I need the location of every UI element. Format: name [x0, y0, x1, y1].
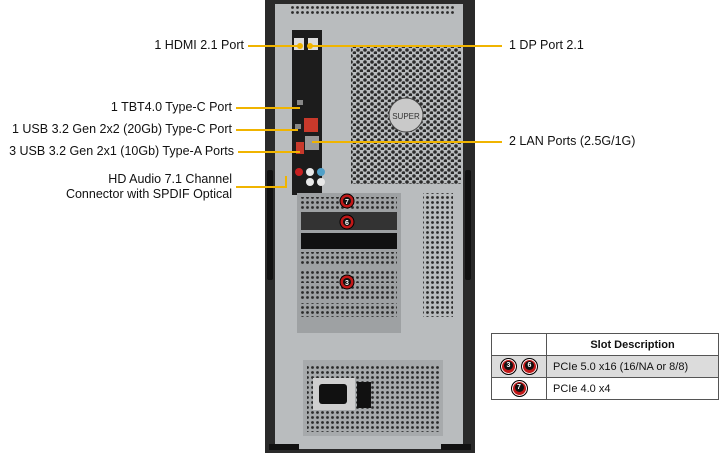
fan-brand: SUPER: [392, 112, 420, 121]
table-header: Slot Description: [546, 333, 719, 356]
callout-lan: 2 LAN Ports (2.5G/1G): [509, 134, 636, 148]
callout-tbt: 1 TBT4.0 Type-C Port: [110, 100, 232, 114]
callout-audio-line1: HD Audio 7.1 Channel: [108, 172, 232, 186]
usb-a-ports-2: [296, 142, 304, 154]
callout-usb-a: 3 USB 3.2 Gen 2x1 (10Gb) Type-A Ports: [9, 144, 234, 158]
leader-lan: [312, 141, 502, 143]
leader-dp: [310, 45, 502, 47]
slot-description: PCIe 5.0 x16 (16/NA or 8/8): [546, 355, 719, 378]
audio-jack-red: [295, 168, 303, 176]
gpu-bracket-2: [301, 233, 397, 249]
leader-audio: [236, 186, 286, 188]
tbt-port: [297, 100, 303, 105]
power-socket: [319, 384, 347, 404]
leader-tbt: [236, 107, 300, 109]
dp-port: [308, 38, 318, 50]
top-vent: [289, 6, 454, 16]
io-shield: [292, 30, 322, 195]
side-vent: [423, 193, 453, 317]
usb-c-port: [295, 124, 301, 129]
right-handle: [465, 170, 471, 280]
callout-usb-c: 1 USB 3.2 Gen 2x2 (20Gb) Type-C Port: [11, 122, 232, 136]
usb-a-ports: [304, 118, 318, 132]
pc-chassis-rear: SUPER 7 6 3: [265, 0, 475, 453]
svg-text:3: 3: [345, 280, 349, 287]
slot-badge-3: 3: [500, 358, 517, 375]
slot-marker-6: 6: [339, 214, 355, 230]
leader-hdmi: [248, 45, 300, 47]
audio-jack-blue: [317, 168, 325, 176]
slot-badge-7: 7: [510, 380, 528, 397]
leader-usb-c: [236, 129, 298, 131]
svg-text:6: 6: [345, 220, 349, 227]
table-row: 7 PCIe 4.0 x4: [491, 377, 719, 400]
callout-audio-line2: Connector with SPDIF Optical: [65, 187, 232, 201]
leader-usb-a: [238, 151, 300, 153]
slot-marker-7: 7: [339, 193, 355, 209]
svg-text:7: 7: [345, 199, 349, 206]
lan-ports: [305, 136, 319, 150]
audio-jack-white: [306, 168, 314, 176]
slot-marker-3: 3: [339, 274, 355, 290]
callout-hdmi: 1 HDMI 2.1 Port: [154, 38, 244, 52]
callout-dp: 1 DP Port 2.1: [509, 38, 584, 52]
slot-description: PCIe 4.0 x4: [546, 377, 719, 400]
table-header-blank: [491, 333, 547, 356]
power-switch: [357, 382, 371, 408]
fan-hub: [388, 97, 424, 133]
slot-badge-6: 6: [521, 358, 538, 375]
left-handle: [267, 170, 273, 280]
